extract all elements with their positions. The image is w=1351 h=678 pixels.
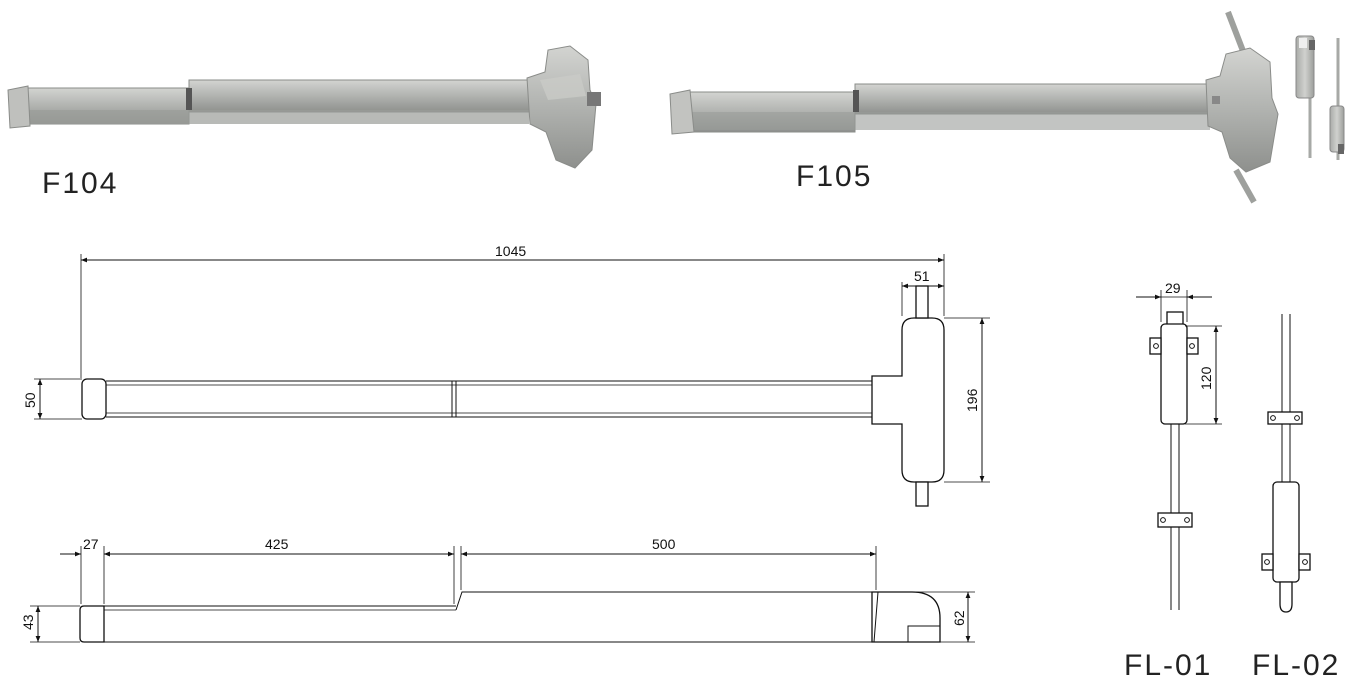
fl02-drawing <box>1261 314 1311 613</box>
side-view-drawing <box>30 546 975 643</box>
f104-product-image <box>7 45 601 169</box>
dim-side-bar-height: 43 <box>20 614 36 630</box>
dim-overall-length: 1045 <box>495 243 526 259</box>
f104-label: F104 <box>42 167 118 200</box>
dim-head-height: 196 <box>964 388 980 412</box>
dim-latch-height: 120 <box>1198 366 1214 390</box>
dim-end-cap-length: 27 <box>83 536 99 552</box>
fl01-product-image <box>1295 35 1315 158</box>
fl01-label: FL-01 <box>1124 649 1212 678</box>
dim-side-head-height: 62 <box>951 610 967 626</box>
dim-touch-bar-length: 500 <box>652 536 676 552</box>
fl02-product-image <box>1329 38 1345 160</box>
end-cap <box>81 378 107 420</box>
dim-head-width: 51 <box>914 268 930 284</box>
dim-push-bar-length: 425 <box>265 536 289 552</box>
f105-label: F105 <box>796 160 872 193</box>
fl01-drawing <box>1136 290 1222 610</box>
dim-bar-height: 50 <box>22 392 38 408</box>
f105-product-image <box>669 10 1279 204</box>
top-view-drawing <box>34 254 990 507</box>
fl02-label: FL-02 <box>1252 649 1340 678</box>
dim-latch-width: 29 <box>1165 280 1181 296</box>
